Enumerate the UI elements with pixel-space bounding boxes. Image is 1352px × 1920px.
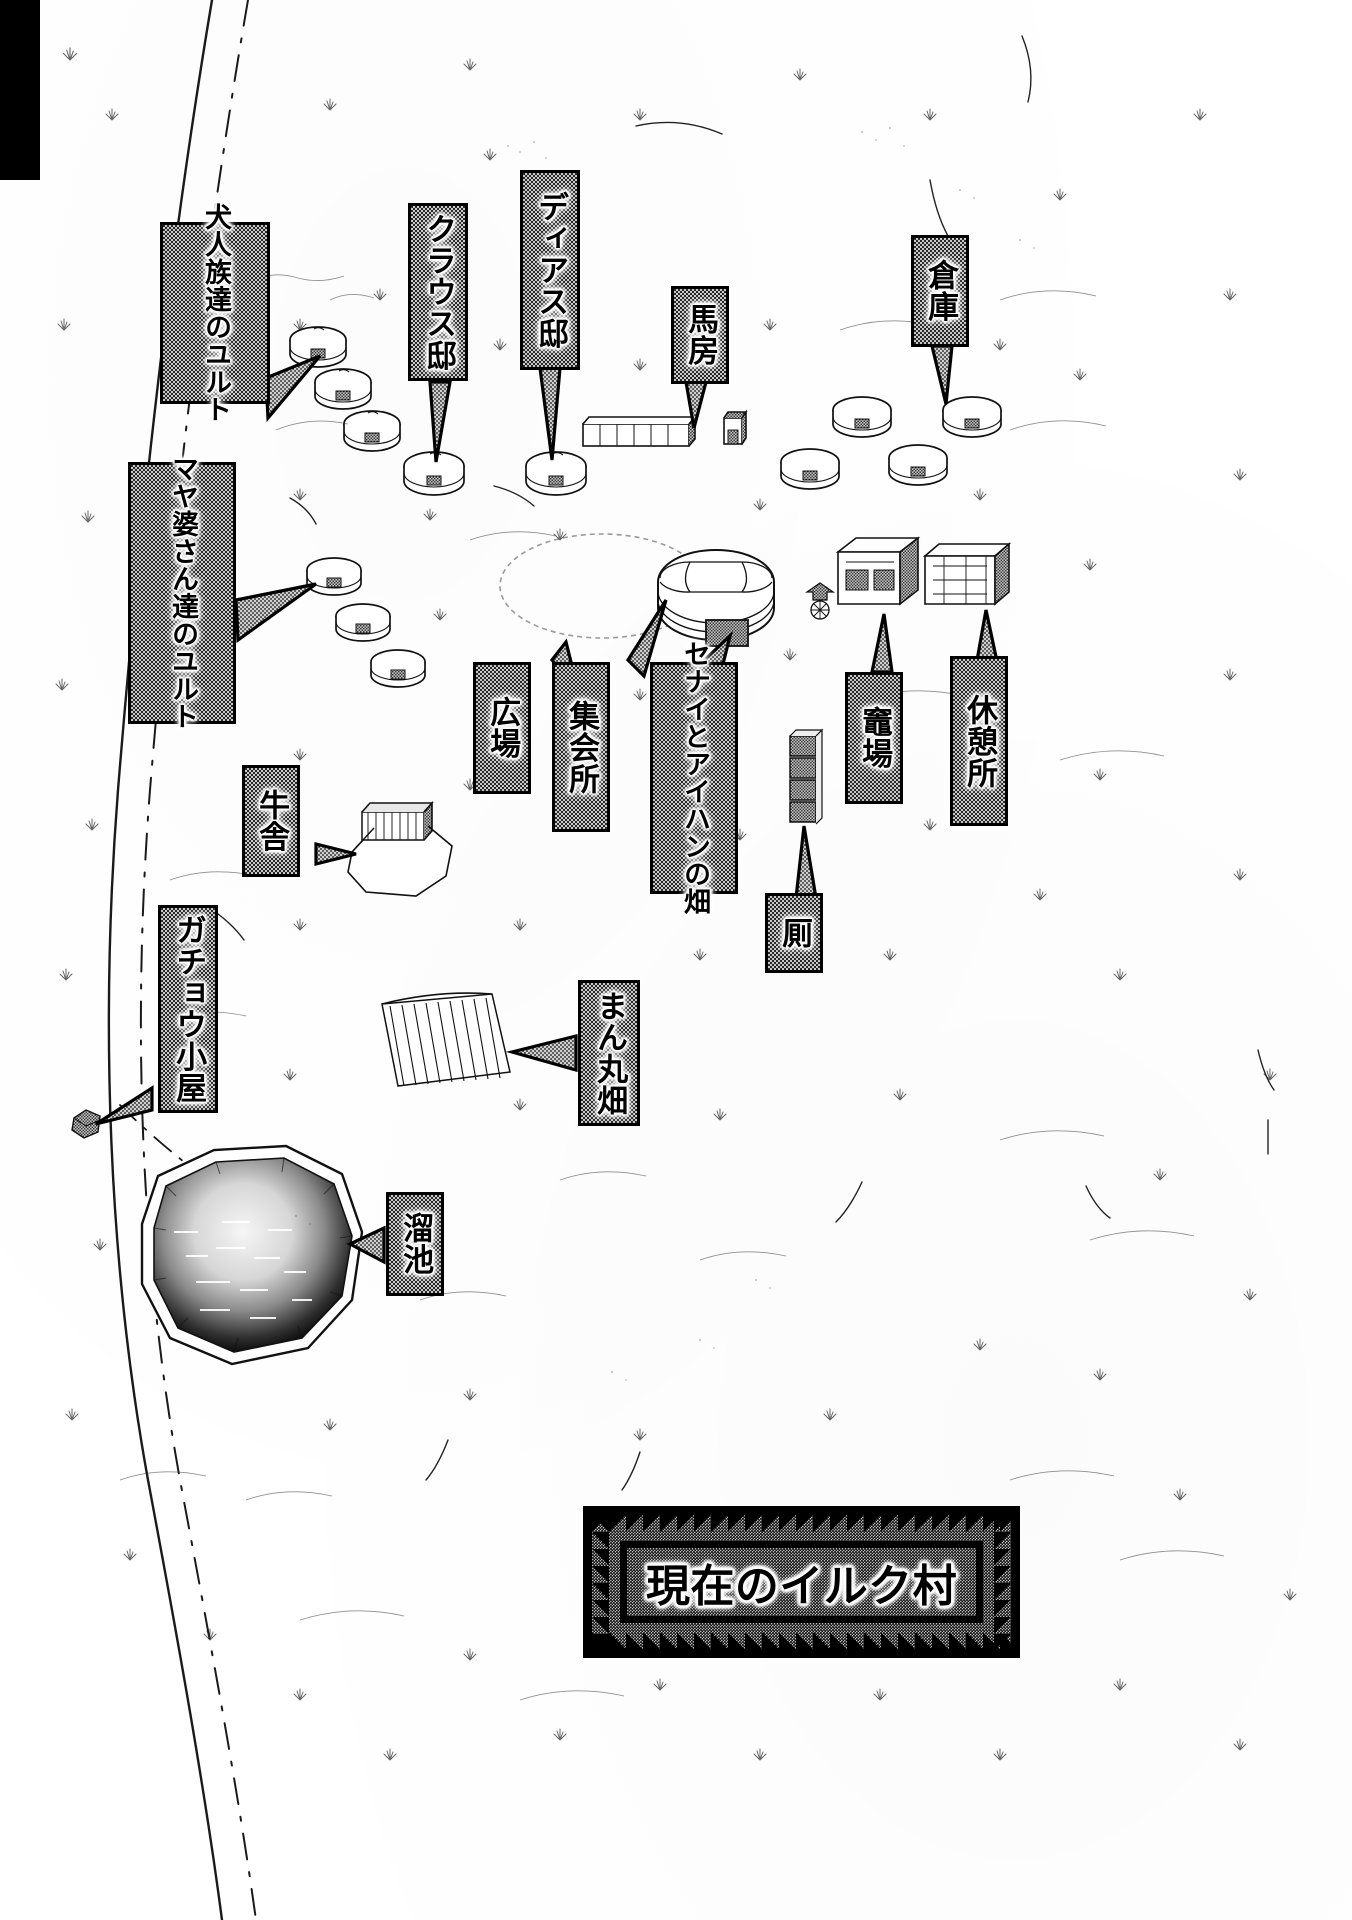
label-klaus-house[interactable]: クラウス邸: [408, 203, 468, 381]
label-maya-yurts-text: マヤ婆さん達のユルト: [167, 455, 199, 731]
stray-strokes: [217, 35, 1275, 1491]
title-inner-frame: 現在のイルク村: [620, 1541, 983, 1623]
label-hearth-yard[interactable]: 竈場: [845, 672, 903, 804]
sawtooth-bottom-border: [592, 1632, 1011, 1649]
label-cow-barn-text: 牛舎: [253, 789, 290, 853]
label-rest-house-text: 休憩所: [961, 693, 998, 789]
page-gutter-bar: [0, 0, 40, 180]
stone-marker: [71, 1109, 101, 1139]
label-warehouse[interactable]: 倉庫: [911, 235, 969, 347]
label-plaza[interactable]: 広場: [473, 662, 531, 794]
yurt-cluster-dogfolk: [289, 326, 587, 496]
hearth-buildings: [804, 536, 1012, 620]
label-klaus-house-text: クラウス邸: [420, 212, 457, 372]
reservoir-pond: [140, 1144, 364, 1366]
label-pointer-tails: [95, 344, 1000, 1265]
label-senai-aihan-field[interactable]: セナイとアイハンの畑: [650, 640, 738, 916]
cattle-pen: [347, 800, 453, 897]
stable-building: [582, 409, 748, 447]
label-warehouse-text: 倉庫: [922, 259, 959, 323]
round-field-plot: [381, 992, 511, 1087]
yurt-cluster-east: [780, 396, 1002, 490]
label-goose-hut[interactable]: ガチョウ小屋: [158, 905, 218, 1113]
sawtooth-top-border: [592, 1515, 1011, 1532]
assembly-hall-building: [657, 549, 775, 647]
speckle-texture: [295, 127, 1035, 1381]
label-dogfolk-yurts-text: 犬人族達のユルト: [200, 202, 232, 424]
sawtooth-left-border: [592, 1515, 609, 1649]
label-hearth-yard-text: 竈場: [856, 706, 893, 770]
label-assembly-hall[interactable]: 集会所: [552, 662, 610, 832]
grass-bands: [119, 274, 1225, 1701]
label-maya-yurts[interactable]: マヤ婆さん達のユルト: [128, 455, 236, 731]
label-senai-aihan-field-text: セナイとアイハンの畑: [679, 640, 711, 916]
label-privy-text: 厠: [776, 917, 813, 949]
label-reservoir-text: 溜池: [397, 1212, 434, 1276]
page-title: 現在のイルク村: [645, 1561, 958, 1612]
yurt-cluster-maya: [306, 557, 426, 688]
label-stable[interactable]: 馬房: [671, 286, 729, 384]
label-stable-text: 馬房: [682, 303, 719, 367]
title-band: 現在のイルク村: [592, 1515, 1011, 1649]
label-rest-house[interactable]: 休憩所: [950, 656, 1008, 826]
label-assembly-hall-text: 集会所: [563, 699, 600, 795]
label-round-field[interactable]: まん丸畑: [578, 980, 640, 1126]
label-round-field-text: まん丸畑: [591, 989, 628, 1117]
label-reservoir[interactable]: 溜池: [386, 1192, 444, 1296]
label-privy[interactable]: 厠: [765, 893, 823, 973]
label-dogfolk-yurts[interactable]: 犬人族達のユルト: [160, 203, 270, 423]
sawtooth-right-border: [994, 1515, 1011, 1649]
label-dias-house[interactable]: ディアス邸: [520, 170, 580, 370]
crate-stack: [789, 728, 824, 825]
map-title-card: 現在のイルク村: [583, 1506, 1020, 1658]
label-plaza-text: 広場: [484, 696, 521, 760]
label-cow-barn[interactable]: 牛舎: [242, 765, 300, 877]
label-dias-house-text: ディアス邸: [532, 190, 569, 350]
label-goose-hut-text: ガチョウ小屋: [170, 914, 207, 1104]
